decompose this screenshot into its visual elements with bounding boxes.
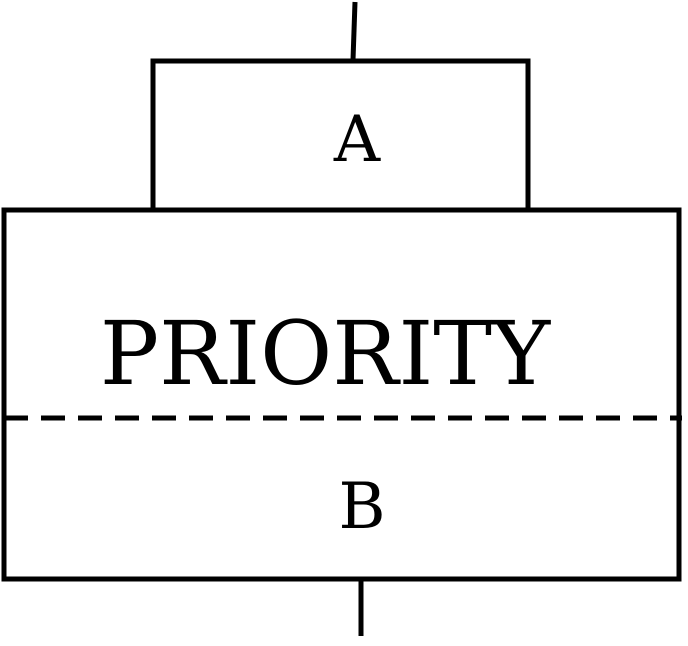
bottom-section-label: B — [338, 470, 385, 544]
top-box-label: A — [333, 103, 381, 177]
input-connector-line — [350, 1, 358, 61]
priority-label: PRIORITY — [100, 302, 551, 405]
main-priority-box — [1, 207, 682, 582]
